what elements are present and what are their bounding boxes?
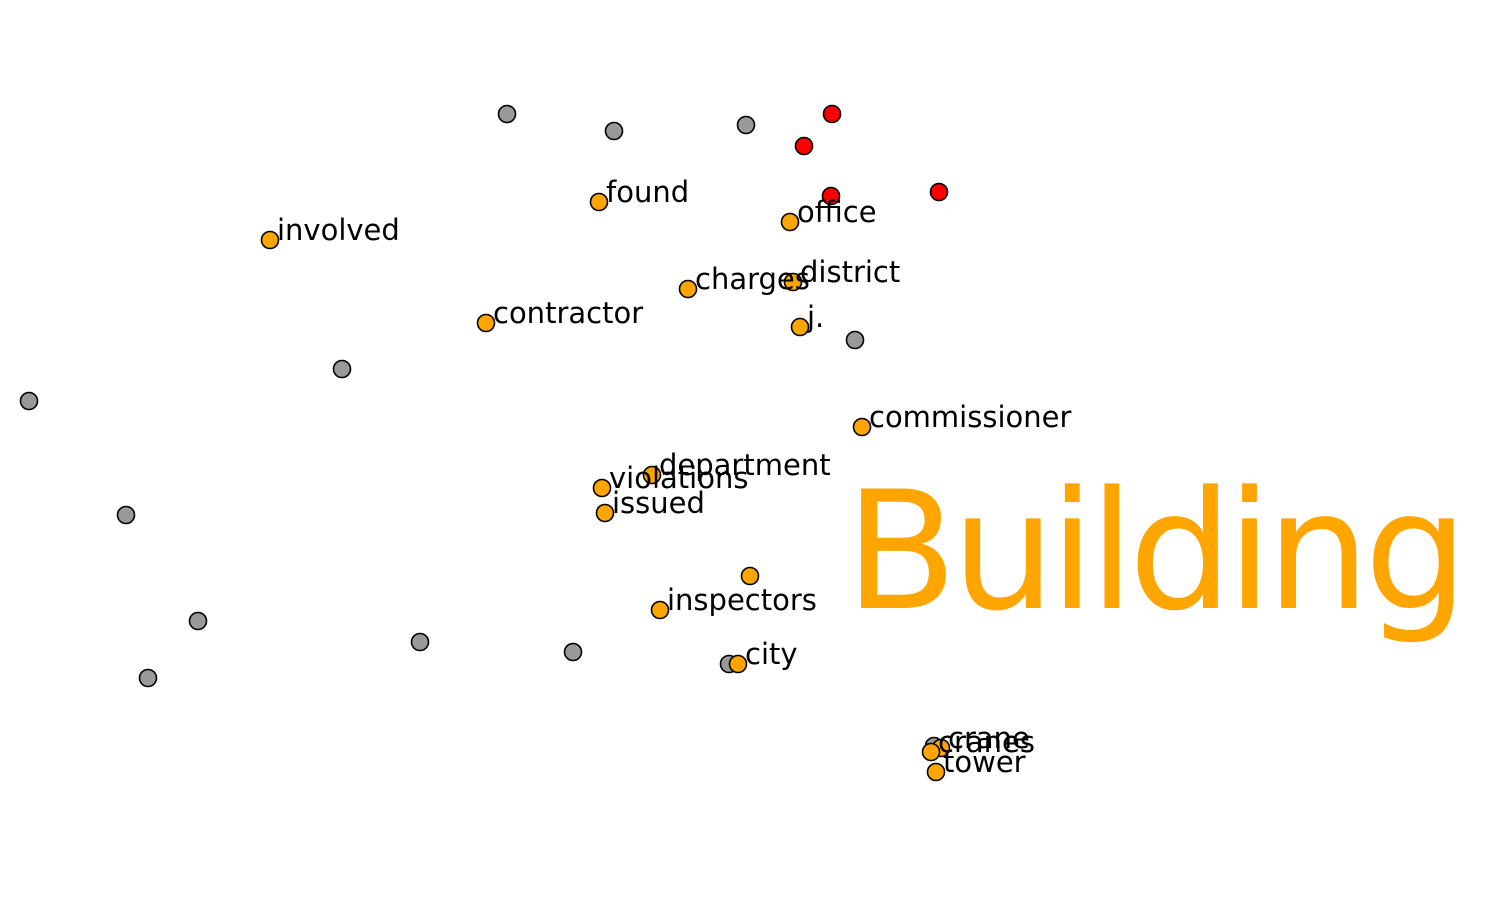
point-label-commissioner: commissioner (869, 400, 1071, 434)
data-point-commissioner (852, 417, 872, 437)
data-point-involved (260, 230, 280, 250)
data-point-city (728, 654, 748, 674)
data-point-charges (678, 279, 698, 299)
point-label-department: department (659, 448, 831, 482)
data-point-department (642, 465, 662, 485)
data-point-cranes (921, 742, 941, 762)
data-point-gray-1 (604, 121, 624, 141)
data-point-gray-7 (138, 668, 158, 688)
point-label-found: found (606, 175, 689, 209)
point-label-inspectors: inspectors (667, 583, 817, 617)
point-label-cranes: cranes (938, 725, 1035, 759)
point-label-tower: tower (943, 745, 1026, 779)
data-point-gray-8 (410, 632, 430, 652)
point-label-district: district (800, 255, 900, 289)
data-point-issued (595, 503, 615, 523)
data-point-gray-3 (332, 359, 352, 379)
data-point-found (589, 192, 609, 212)
data-point-office (780, 212, 800, 232)
point-label-violations: violations (609, 461, 748, 495)
data-point-red-13 (822, 104, 842, 124)
data-point-gray-5 (116, 505, 136, 525)
chart-title: Building (845, 456, 1462, 647)
data-point-gray-4 (19, 391, 39, 411)
data-point-gray-2 (736, 115, 756, 135)
point-label-issued: issued (612, 486, 705, 520)
point-label-involved: involved (277, 213, 400, 247)
data-point-red-15 (821, 186, 841, 206)
data-point-inspectors (650, 600, 670, 620)
data-point-red-16 (929, 182, 949, 202)
data-point-gray-6 (188, 611, 208, 631)
data-point-orange-28 (740, 566, 760, 586)
data-point-gray-9 (563, 642, 583, 662)
point-label-charges: charges (695, 262, 810, 296)
data-point-gray-0 (497, 104, 517, 124)
point-label-contractor: contractor (493, 296, 643, 330)
points-layer (19, 104, 951, 782)
point-label-city: city (745, 637, 798, 671)
data-point-district (783, 272, 803, 292)
data-point-tower (926, 762, 946, 782)
point-label-office: office (797, 195, 877, 229)
point-label-crane: crane (948, 721, 1030, 755)
point-label-j: j. (806, 300, 824, 334)
data-point-violations (592, 478, 612, 498)
data-point-gray-11 (845, 330, 865, 350)
data-point-red-14 (794, 136, 814, 156)
data-point-contractor (476, 313, 496, 333)
data-point-j (790, 317, 810, 337)
